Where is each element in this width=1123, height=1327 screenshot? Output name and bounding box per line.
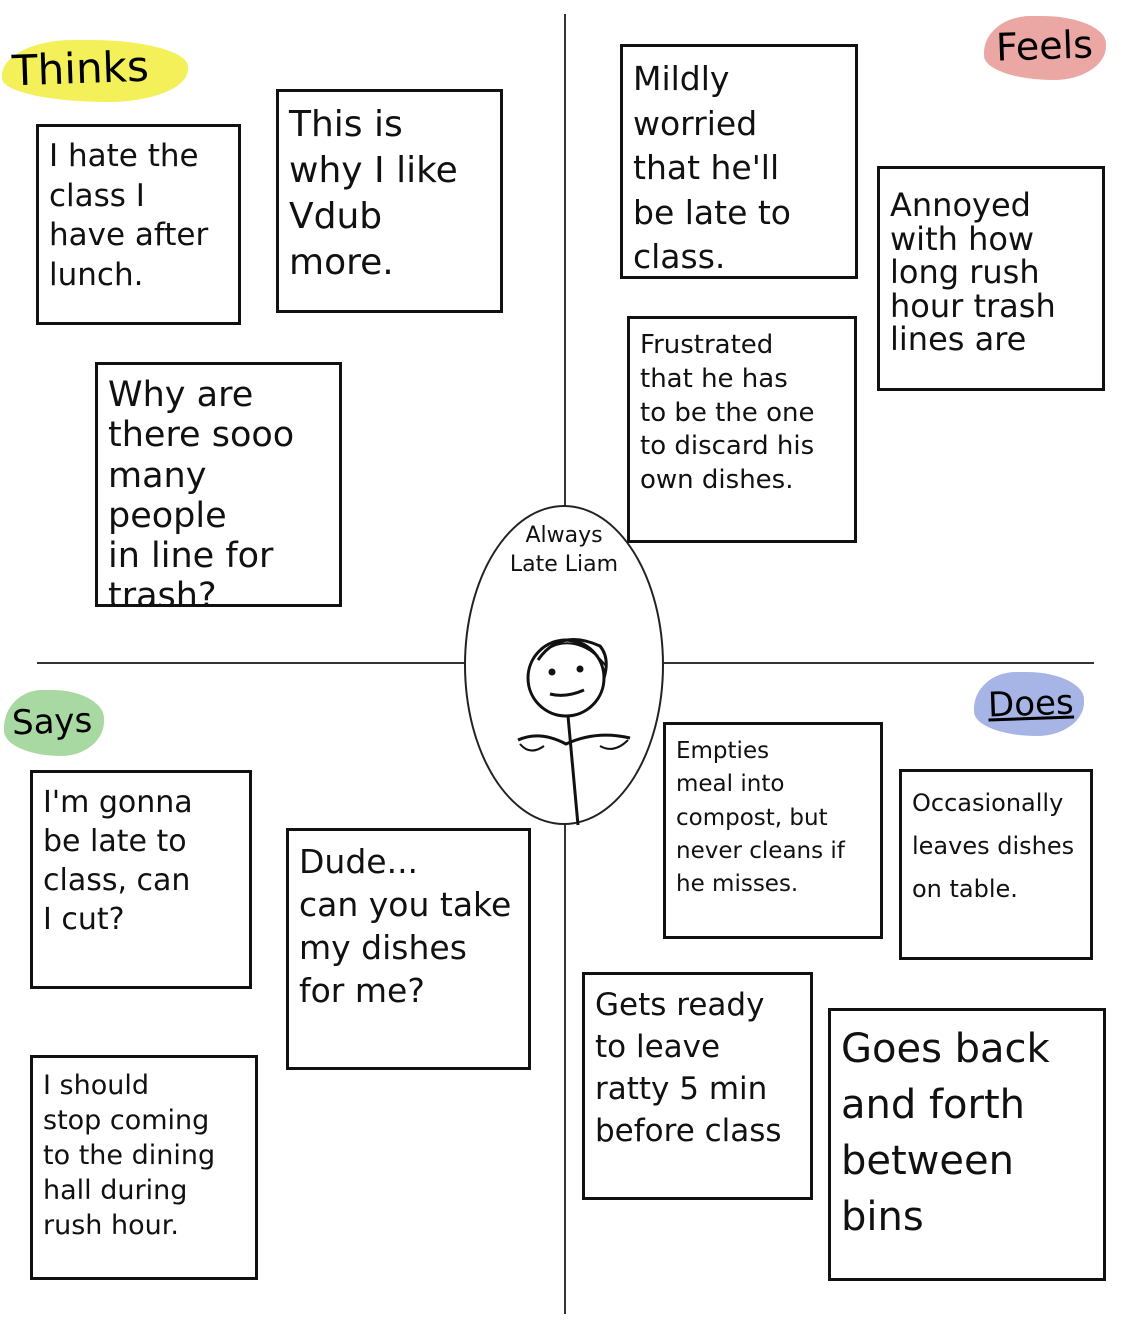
says-note-1: I'm gonna be late to class, can I cut? bbox=[30, 770, 252, 989]
horizontal-divider-left bbox=[37, 662, 465, 664]
thinks-note-1: I hate the class I have after lunch. bbox=[36, 124, 241, 325]
horizontal-divider-right bbox=[664, 662, 1094, 664]
does-label: Does bbox=[987, 682, 1075, 726]
says-note-2: Dude... can you take my dishes for me? bbox=[286, 828, 531, 1070]
does-note-3: Gets ready to leave ratty 5 min before c… bbox=[582, 972, 813, 1200]
feels-note-3: Frustrated that he has to be the one to … bbox=[627, 316, 857, 543]
thinks-label: Thinks bbox=[11, 41, 150, 96]
feels-label: Feels bbox=[995, 22, 1094, 70]
says-label: Says bbox=[11, 700, 93, 744]
does-highlight bbox=[974, 672, 1084, 736]
does-note-2: Occasionally leaves dishes on table. bbox=[899, 769, 1093, 960]
says-note-3: I should stop coming to the dining hall … bbox=[30, 1055, 258, 1280]
feels-note-1: Mildly worried that he'll be late to cla… bbox=[620, 44, 858, 279]
feels-highlight bbox=[984, 16, 1106, 80]
thinks-note-2: This is why I like Vdub more. bbox=[276, 89, 503, 313]
stick-figure-icon bbox=[517, 638, 631, 826]
feels-note-2: Annoyed with how long rush hour trash li… bbox=[877, 166, 1105, 391]
does-note-1: Empties meal into compost, but never cle… bbox=[663, 722, 883, 939]
says-highlight bbox=[4, 690, 104, 756]
persona-ellipse bbox=[464, 505, 664, 825]
does-note-4: Goes back and forth between bins bbox=[828, 1008, 1106, 1281]
persona-name: Always Late Liam bbox=[509, 523, 619, 577]
thinks-note-3: Why are there sooo many people in line f… bbox=[95, 362, 342, 607]
thinks-highlight bbox=[2, 40, 188, 102]
